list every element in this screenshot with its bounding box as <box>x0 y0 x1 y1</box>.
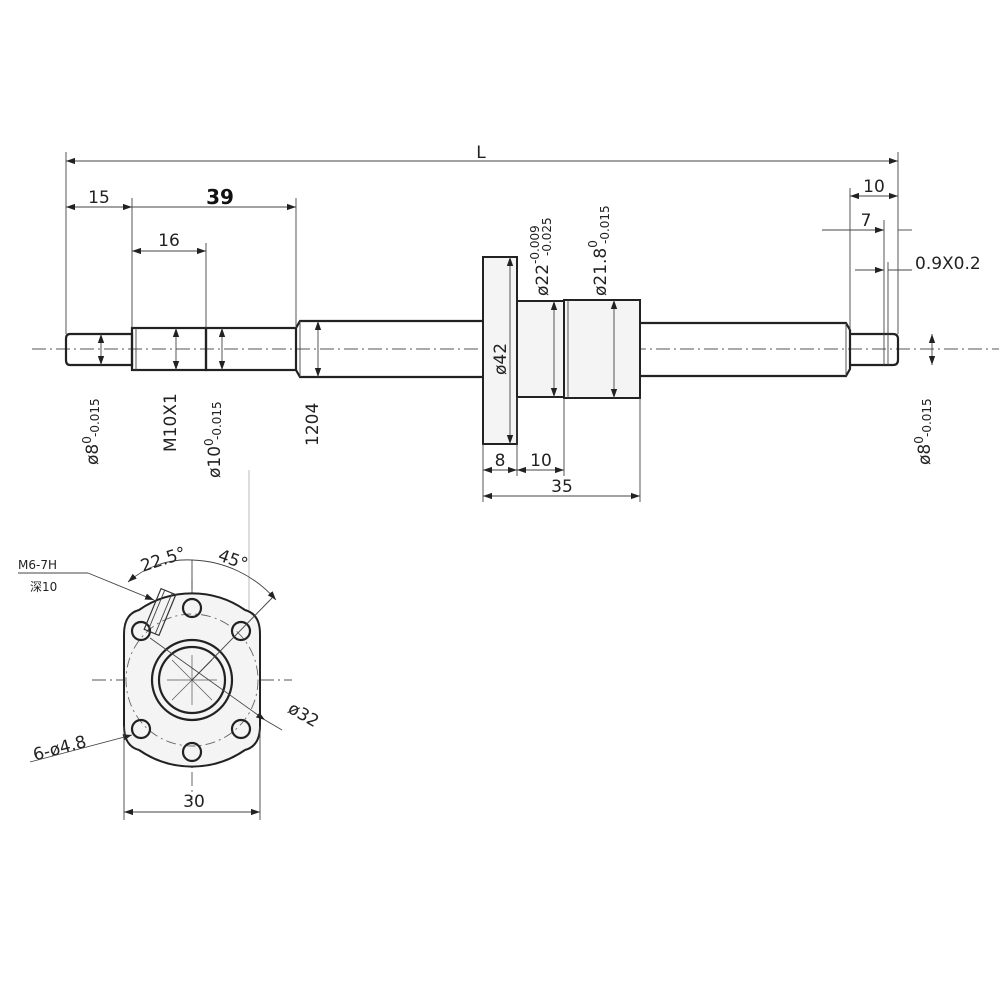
dim-left-end: 15 <box>88 188 110 208</box>
bolt-circle-dia: ø32 <box>284 699 322 732</box>
hole-bottom <box>181 741 203 763</box>
thread-hole-spec: M6-7H <box>18 558 57 572</box>
m6-thread-hole <box>143 587 177 637</box>
dim-flange-thickness: 8 <box>495 451 506 471</box>
dim-right-groove: 7 <box>861 211 872 231</box>
angle-pitch: 45° <box>215 546 250 575</box>
dia-bearing-seat: ø10 <box>205 446 225 478</box>
svg-text:ø22-0.009: ø22-0.009 <box>528 225 553 296</box>
thread-hole-depth: 深10 <box>30 580 57 594</box>
dia-nut-end-tol-upper: 0 <box>586 240 600 248</box>
dim-thread-length: 16 <box>158 231 180 251</box>
dia-nut-end-tol-lower: -0.015 <box>598 205 612 244</box>
hole-top <box>181 597 203 619</box>
side-view: L 15 39 16 ø80 -0.015 M10X1 ø100 -0.015 <box>32 143 999 610</box>
hole-top-right <box>230 620 252 642</box>
dia-left-journal-tol-lower: -0.015 <box>88 398 102 437</box>
dia-left-journal: ø8 <box>83 444 103 465</box>
dia-nut-body-tol-upper: -0.009 <box>528 225 542 264</box>
dim-nut-spigot: 10 <box>530 451 552 471</box>
mounting-holes <box>130 597 252 763</box>
svg-text:ø80: ø80 <box>912 436 935 465</box>
angle-offset: 22.5° <box>138 543 188 576</box>
dia-bearing-seat-tol-upper: 0 <box>202 438 216 446</box>
flange-width: 30 <box>183 792 205 812</box>
dia-nut-end: ø21.8 <box>591 248 611 296</box>
dim-nut-length: 35 <box>551 477 573 497</box>
dia-left-journal-tol-upper: 0 <box>80 436 94 444</box>
hole-bottom-left <box>130 718 152 740</box>
hole-top-left <box>130 620 152 642</box>
bore-inner <box>157 645 227 715</box>
bolt-circle <box>125 613 259 747</box>
dim-overall-length: L <box>476 143 486 163</box>
dia-nut-body: ø22 <box>533 264 553 296</box>
svg-text:ø100: ø100 <box>202 438 225 478</box>
svg-text:ø80: ø80 <box>80 436 103 465</box>
dia-right-journal-tol-upper: 0 <box>912 436 926 444</box>
dia-bearing-seat-tol-lower: -0.015 <box>210 401 224 440</box>
bore-outer <box>150 638 234 722</box>
dim-groove-spec: 0.9X0.2 <box>915 254 981 274</box>
front-view: 22.5° 45° M6-7H 深10 6-ø4.8 ø32 30 <box>18 543 322 820</box>
screw-spec: 1204 <box>303 403 323 446</box>
dia-right-journal: ø8 <box>915 444 935 465</box>
dia-nut-body-tol-lower: -0.025 <box>540 217 554 256</box>
shaft-outline <box>64 319 900 379</box>
thread-spec: M10X1 <box>161 393 181 452</box>
dim-right-end: 10 <box>863 177 885 197</box>
dia-right-journal-tol-lower: -0.015 <box>920 398 934 437</box>
dia-flange: ø42 <box>491 343 511 375</box>
hole-bottom-right <box>230 718 252 740</box>
dim-thread-section: 39 <box>206 185 234 209</box>
svg-text:ø21.80: ø21.80 <box>586 240 611 296</box>
